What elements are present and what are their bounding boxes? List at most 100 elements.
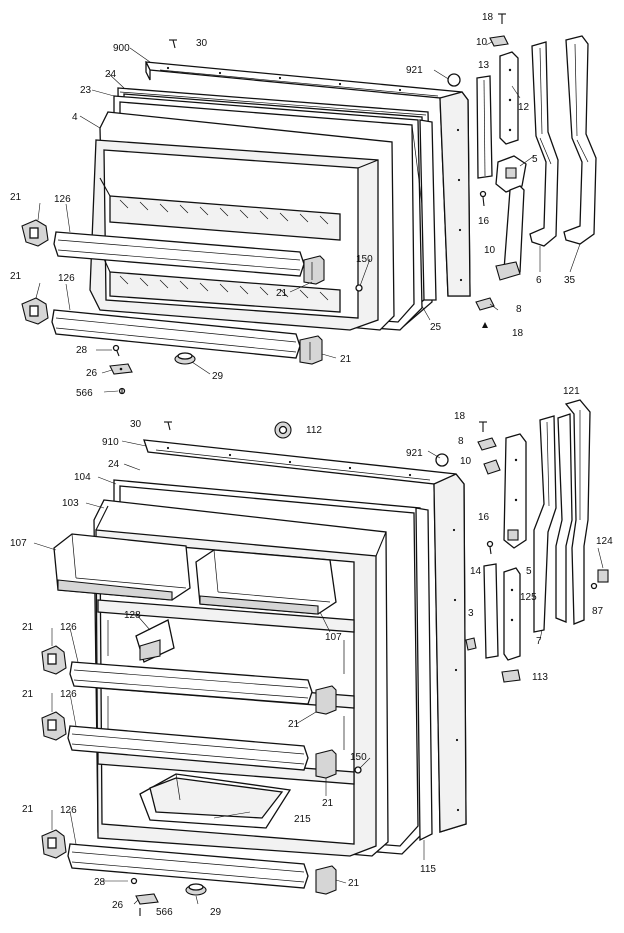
label-l21f: 21: [348, 878, 360, 889]
label-u13: 13: [478, 60, 490, 71]
label-u28: 28: [76, 345, 88, 356]
label-u16: 16: [478, 216, 490, 227]
label-l16: 16: [478, 512, 490, 523]
label-u8: 8: [516, 304, 522, 315]
upper-shelf-bar-bottom: [51, 309, 301, 359]
hinge-rail-7: [533, 415, 557, 633]
lower-clip-10: [483, 459, 501, 475]
label-l215: 215: [294, 814, 311, 825]
trim-strip-125: [503, 567, 521, 661]
label-l128: 128: [124, 610, 141, 621]
label-l18: 18: [454, 411, 466, 422]
label-l107b: 107: [325, 632, 342, 643]
plug-921: [447, 73, 461, 87]
shelf-clip-lower-right: [299, 335, 323, 365]
label-l14: 14: [470, 566, 482, 577]
lower-bracket-5: [503, 433, 527, 549]
label-l566: 566: [156, 907, 173, 918]
label-u26: 26: [86, 368, 98, 379]
label-l8: 8: [458, 436, 464, 447]
upper-leader-lines: [35, 41, 581, 393]
label-u150: 150: [356, 254, 373, 265]
label-l104: 104: [74, 472, 91, 483]
label-u21a: 21: [10, 192, 22, 203]
label-l30: 30: [130, 419, 142, 430]
label-u18b: 18: [512, 328, 524, 339]
dairy-compartment-right: [195, 549, 337, 615]
lower-clip-8: [477, 437, 497, 451]
label-l3: 3: [468, 608, 474, 619]
shelf-clip-upper-left: [21, 219, 49, 247]
label-u30: 30: [196, 38, 208, 49]
screw-16: [479, 190, 487, 207]
lower-clip-right-2: [315, 749, 337, 779]
shelf-clip-lower-left: [21, 297, 49, 325]
label-l125: 125: [520, 592, 537, 603]
label-u29: 29: [212, 371, 224, 382]
label-l21a: 21: [22, 622, 34, 633]
upper-door-assembly: [21, 13, 597, 395]
screw-28: [112, 344, 120, 357]
bracket-26: [109, 363, 133, 375]
block-113: [501, 669, 521, 683]
lower-screw-16: [486, 540, 494, 555]
label-l126a: 126: [60, 622, 77, 633]
label-l29: 29: [210, 907, 222, 918]
lower-outer-door-panel: [143, 439, 467, 833]
lower-clip-right-3: [315, 865, 337, 895]
hinge-cover-14: [483, 563, 499, 659]
label-l124: 124: [596, 536, 613, 547]
label-l7: 7: [536, 636, 542, 647]
label-u21d: 21: [340, 354, 352, 365]
crisper-bin-215: [139, 773, 292, 829]
lower-bracket-26: [135, 893, 159, 905]
inner-door-liner: [89, 111, 395, 331]
label-l107a: 107: [10, 538, 27, 549]
hinge-rail-35: [563, 35, 597, 245]
lower-screw-28: [130, 877, 138, 885]
label-u25: 25: [430, 322, 442, 333]
screw-30: [169, 39, 177, 49]
label-u10b: 10: [484, 245, 496, 256]
lower-leader-lines: [33, 440, 604, 905]
label-u5: 5: [532, 154, 538, 165]
screw-18-bottom: [482, 322, 488, 328]
trim-strip-12: [499, 51, 519, 145]
label-l115: 115: [420, 864, 436, 875]
label-l10: 10: [460, 456, 472, 467]
label-l21d: 21: [322, 798, 334, 809]
lower-clip-right-1: [315, 685, 337, 715]
label-u900: 900: [113, 43, 130, 54]
label-u566: 566: [76, 388, 93, 399]
label-l150: 150: [350, 752, 367, 763]
dairy-compartment-left: [53, 533, 191, 601]
lower-clip-left-1: [41, 645, 67, 675]
label-u18: 18: [482, 12, 494, 23]
shelf-clip-upper-right: [303, 255, 325, 285]
lower-plug-29: [185, 883, 207, 896]
label-u126b: 126: [58, 273, 75, 284]
screw-87: [590, 582, 598, 590]
label-u10: 10: [476, 37, 488, 48]
upper-shelf-bar-top: [53, 231, 305, 277]
label-l126b: 126: [60, 689, 77, 700]
bracket-5: [495, 155, 527, 193]
label-l21c: 21: [22, 689, 34, 700]
label-l28: 28: [94, 877, 106, 888]
label-l87: 87: [592, 606, 604, 617]
lower-door-assembly: [33, 399, 609, 916]
clip-124: [597, 569, 609, 583]
label-u126a: 126: [54, 194, 71, 205]
label-l126c: 126: [60, 805, 77, 816]
label-u12: 12: [518, 102, 530, 113]
lower-shelf-bar-2: [67, 725, 309, 771]
label-l103: 103: [62, 498, 79, 509]
label-u6: 6: [536, 275, 542, 286]
label-u35: 35: [564, 275, 576, 286]
lower-screw-18: [479, 421, 487, 432]
label-l113: 113: [532, 672, 548, 683]
label-l121: 121: [563, 386, 580, 397]
label-u4: 4: [72, 112, 78, 123]
lower-screw-30: [164, 421, 172, 431]
